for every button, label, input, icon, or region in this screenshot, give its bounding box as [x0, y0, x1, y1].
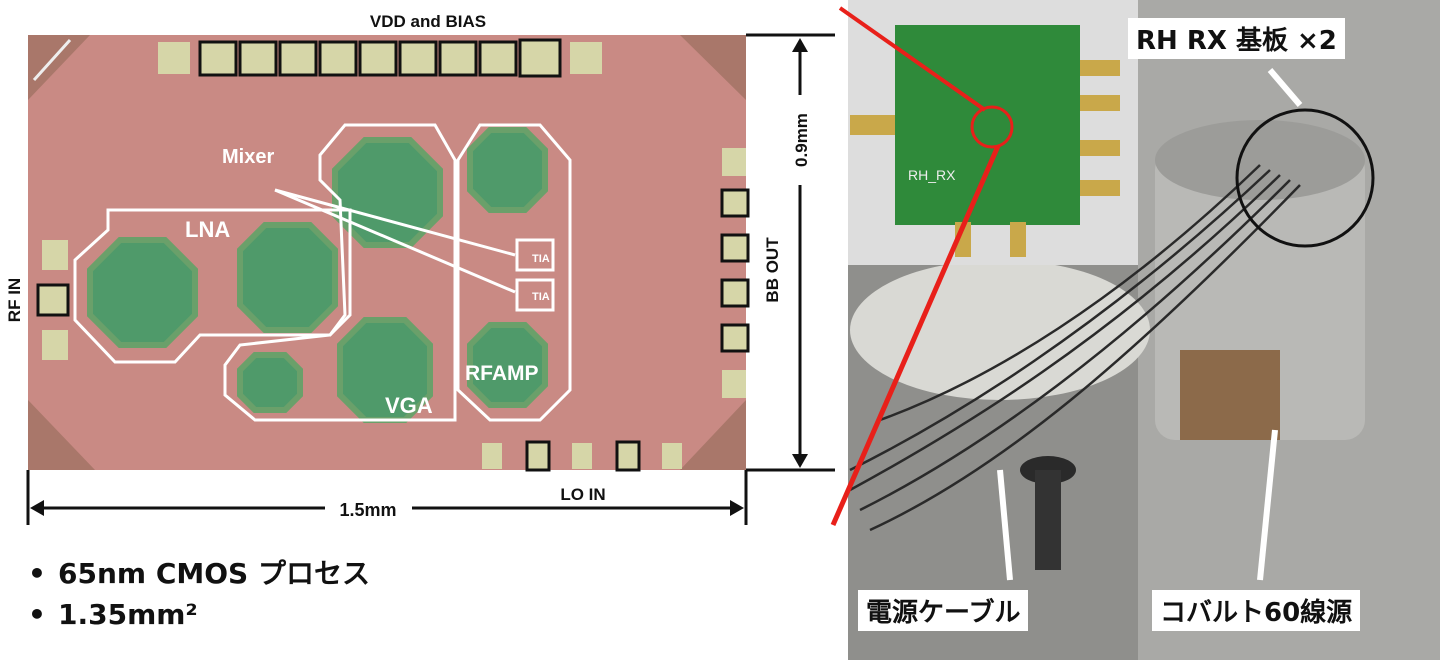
chip-die-photo: Mixer LNA VGA RFAMP TIA TIA: [28, 35, 750, 472]
lna-label: LNA: [185, 217, 230, 242]
spec-item: •1.35mm²: [28, 598, 198, 631]
dimension-lines: [26, 33, 835, 525]
tia-label-2: TIA: [532, 291, 550, 303]
rf-in-label: RF IN: [5, 278, 24, 322]
spec-item: •65nm CMOS プロセス: [28, 557, 370, 590]
spec-list: •65nm CMOS プロセス •1.35mm²: [28, 552, 370, 637]
vga-label: VGA: [385, 393, 433, 418]
bb-out-label: BB OUT: [763, 237, 782, 303]
pcb-silkscreen: RH_RX: [908, 167, 956, 183]
width-dimension: 1.5mm: [339, 500, 396, 520]
cable-callout: 電源ケーブル: [858, 590, 1029, 631]
mixer-label: Mixer: [222, 146, 274, 168]
rfamp-label: RFAMP: [465, 362, 539, 385]
source-callout: コバルト60線源: [1152, 590, 1361, 631]
height-dimension: 0.9mm: [792, 113, 811, 167]
tia-label-1: TIA: [532, 253, 550, 265]
board-callout: RH RX 基板 ×2: [1128, 18, 1345, 59]
pcb-board: [895, 25, 1080, 225]
lo-in-label: LO IN: [560, 485, 605, 504]
irradiation-setup-photo: RH_RX: [830, 0, 1440, 660]
vdd-bias-label: VDD and BIAS: [370, 12, 486, 31]
